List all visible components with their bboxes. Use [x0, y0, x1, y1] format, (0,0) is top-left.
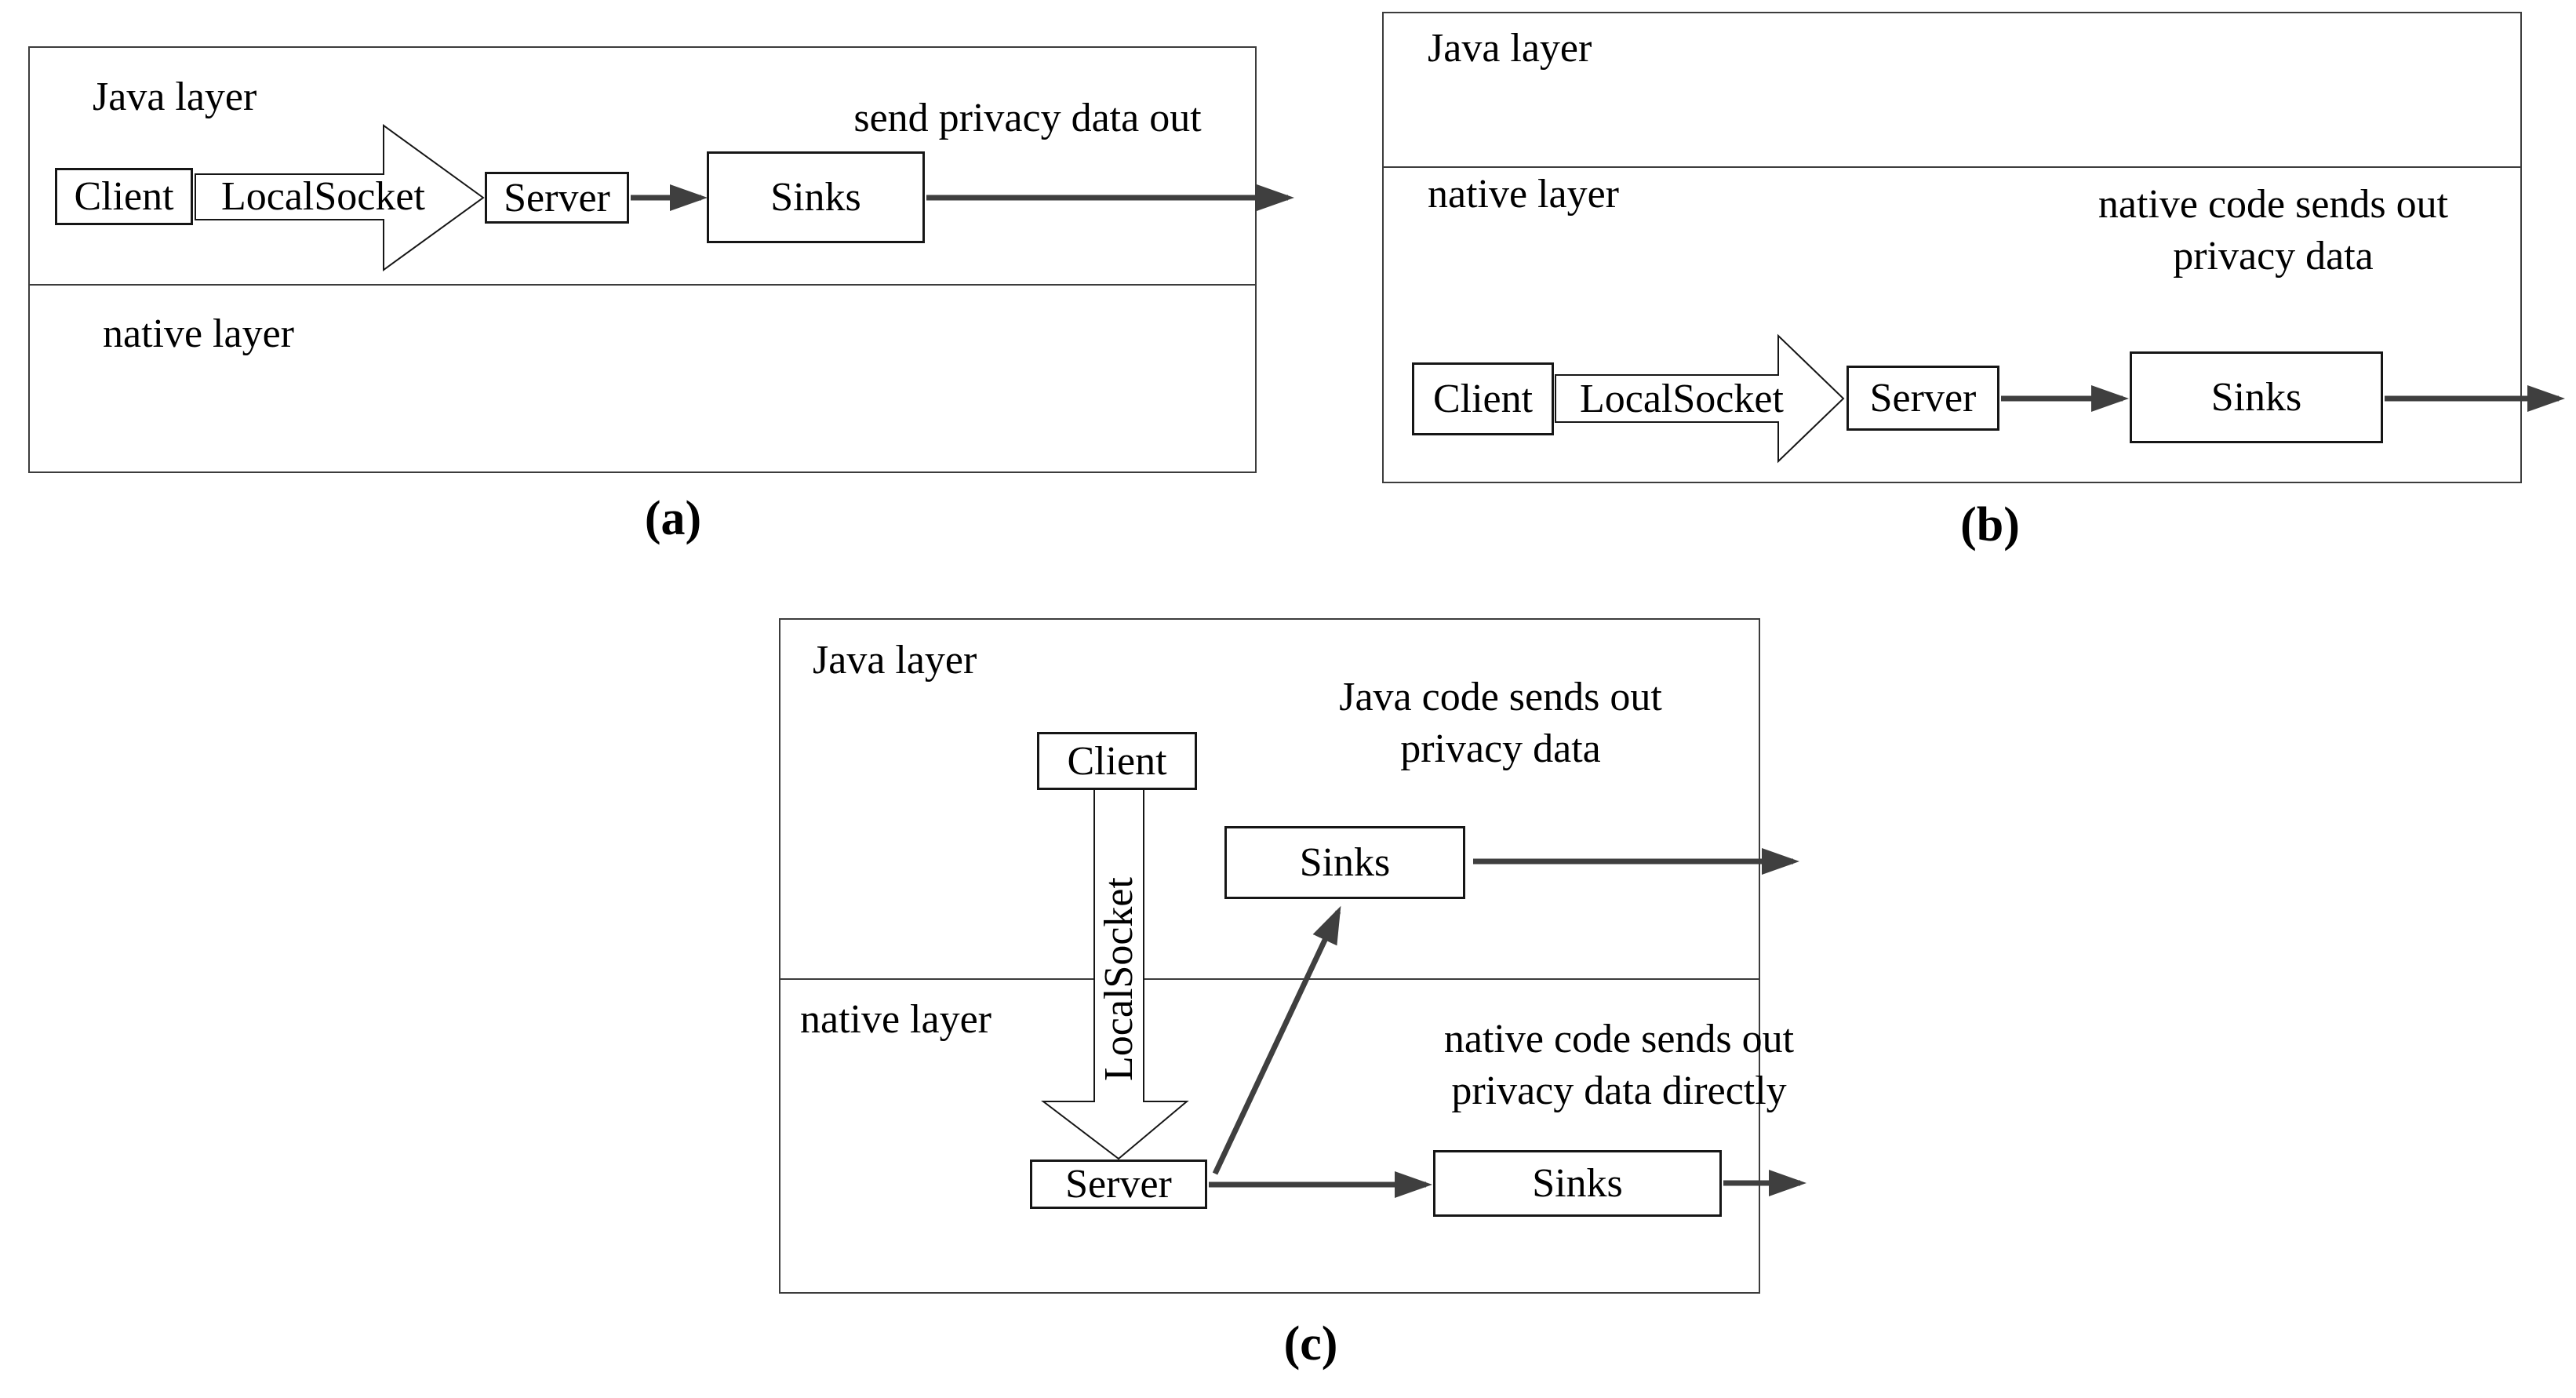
localsocket-label-a: LocalSocket: [221, 174, 425, 219]
caption-c: (c): [1283, 1317, 1338, 1371]
arrow-server-to-java-sinks-c: [1212, 905, 1341, 1175]
java-layer-label-b: Java layer: [1428, 26, 1592, 71]
annotation-a-line1: send privacy data out: [853, 96, 1202, 140]
client-label-c: Client: [1067, 738, 1167, 784]
localsocket-block-arrow-a: [195, 124, 485, 271]
localsocket-block-arrow-c: [1041, 788, 1189, 1160]
panel-a-layer-divider: [30, 284, 1255, 286]
caption-a: (a): [644, 492, 702, 545]
server-box-c: Server: [1030, 1160, 1207, 1209]
panel-c-layer-divider: [780, 978, 1759, 980]
sinks-native-label-c: Sinks: [1532, 1161, 1623, 1206]
native-layer-label-c: native layer: [800, 997, 991, 1042]
annotation-java-c-line1: Java code sends out: [1339, 675, 1662, 719]
client-box-c: Client: [1037, 732, 1197, 790]
sinks-native-box-c: Sinks: [1433, 1150, 1722, 1217]
localsocket-label-b: LocalSocket: [1580, 377, 1784, 421]
client-box-b: Client: [1412, 362, 1554, 435]
sinks-java-box-c: Sinks: [1224, 826, 1465, 899]
sinks-java-label-c: Sinks: [1299, 840, 1391, 885]
server-box-b: Server: [1846, 366, 1999, 431]
annotation-b-line2: privacy data: [2173, 234, 2374, 279]
panel-b-frame: [1382, 12, 2522, 483]
caption-b: (b): [1960, 498, 2020, 552]
native-layer-label-b: native layer: [1428, 172, 1619, 217]
server-label-a: Server: [504, 175, 610, 220]
server-label-b: Server: [1869, 376, 1977, 420]
annotation-b: native code sends out privacy data: [2034, 179, 2512, 282]
server-box-a: Server: [485, 172, 629, 224]
sinks-label-a: Sinks: [770, 175, 861, 220]
annotation-native-c: native code sends out privacy data direc…: [1380, 1014, 1858, 1117]
client-box-a: Client: [55, 168, 193, 225]
client-label-b: Client: [1432, 377, 1534, 421]
sinks-box-a: Sinks: [707, 151, 925, 243]
annotation-a: send privacy data out: [800, 93, 1255, 144]
annotation-java-c-line2: privacy data: [1400, 726, 1601, 771]
sinks-label-b: Sinks: [2210, 375, 2302, 420]
java-layer-label-a: Java layer: [93, 75, 257, 119]
panel-c-frame: [779, 618, 1760, 1294]
localsocket-label-c: LocalSocket: [1096, 877, 1141, 1081]
native-layer-label-a: native layer: [103, 311, 294, 356]
java-layer-label-c: Java layer: [813, 638, 977, 683]
server-label-c: Server: [1065, 1162, 1172, 1207]
annotation-native-c-line1: native code sends out: [1443, 1017, 1795, 1061]
client-label-a: Client: [74, 174, 174, 219]
annotation-b-line1: native code sends out: [2098, 182, 2449, 227]
sinks-box-b: Sinks: [2130, 351, 2383, 443]
panel-a-frame: [28, 46, 1257, 473]
panel-b-layer-divider: [1384, 166, 2520, 168]
localsocket-block-arrow-b: [1555, 333, 1845, 464]
annotation-native-c-line2: privacy data directly: [1451, 1069, 1787, 1113]
annotation-java-c: Java code sends out privacy data: [1261, 672, 1740, 775]
